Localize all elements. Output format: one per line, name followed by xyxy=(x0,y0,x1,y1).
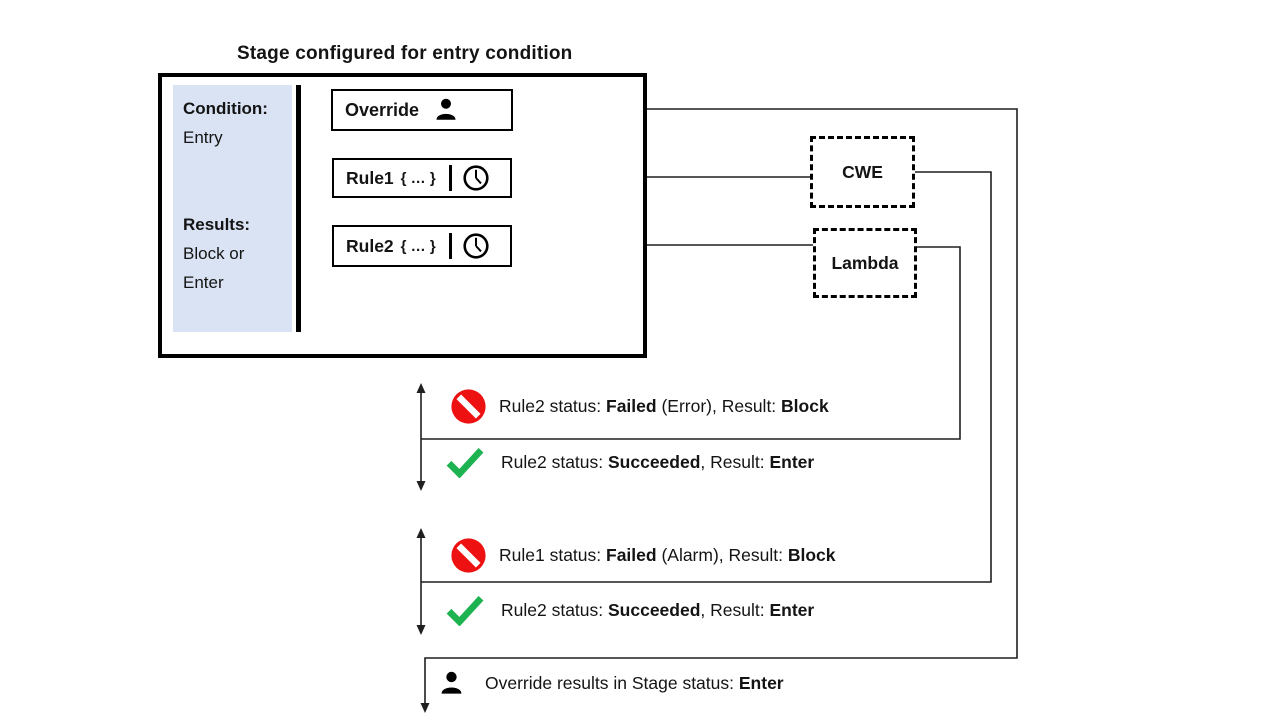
checkmark-icon xyxy=(446,596,484,626)
results-value-line2: Enter xyxy=(183,273,224,292)
rule1-detail: { … } xyxy=(400,169,436,187)
rule2-divider-bar xyxy=(448,233,452,259)
outcome2-arrow-top xyxy=(416,528,426,538)
outcome-text: Rule2 status: Succeeded, Result: Enter xyxy=(501,451,815,472)
checkmark-icon xyxy=(446,448,484,478)
cwe-box: CWE xyxy=(810,136,915,208)
rule2-detail: { … } xyxy=(400,237,436,255)
outcome-text: Rule2 status: Failed (Error), Result: Bl… xyxy=(499,396,829,416)
outcome1-arrow-bottom xyxy=(416,481,426,491)
outcome-rule1-failed: Rule1 status: Failed (Alarm), Result: Bl… xyxy=(450,537,836,574)
outcome2-arrow-bottom xyxy=(416,625,426,635)
outcome-text: Rule1 status: Failed (Alarm), Result: Bl… xyxy=(499,545,836,565)
override-arrowhead xyxy=(420,703,430,713)
no-entry-icon xyxy=(451,389,486,424)
cwe-connector-line xyxy=(421,171,992,583)
no-entry-icon xyxy=(451,538,486,573)
override-label: Override xyxy=(345,99,420,120)
outcome-rule2-succeeded: Rule2 status: Succeeded, Result: Enter xyxy=(444,446,814,478)
panel-spacer xyxy=(183,152,286,210)
override-connector-line xyxy=(424,108,1018,704)
lambda-connector-line xyxy=(421,246,961,440)
condition-label: Condition: xyxy=(183,99,268,118)
outcome-rule2-failed: Rule2 status: Failed (Error), Result: Bl… xyxy=(450,388,829,425)
panel-divider xyxy=(296,85,301,332)
diagram-title: Stage configured for entry condition xyxy=(237,43,573,64)
rule2-box: Rule2 { … } xyxy=(332,225,512,267)
condition-panel: Condition: Entry Results: Block or Enter xyxy=(173,85,292,332)
results-label: Results: xyxy=(183,215,251,234)
person-icon xyxy=(436,98,456,120)
rule1-box: Rule1 { … } xyxy=(332,158,512,198)
rule2-label: Rule2 xyxy=(346,235,394,256)
cwe-label: CWE xyxy=(842,161,883,182)
outcome-text: Rule2 status: Succeeded, Result: Enter xyxy=(501,599,815,620)
outcome-text: Override results in Stage status: Enter xyxy=(485,673,784,693)
clock-icon xyxy=(463,233,489,259)
lambda-box: Lambda xyxy=(813,228,917,298)
outcome-rule2-succeeded-2: Rule2 status: Succeeded, Result: Enter xyxy=(444,594,814,626)
results-value-line1: Block or xyxy=(183,244,245,263)
lambda-label: Lambda xyxy=(831,252,899,273)
condition-value: Entry xyxy=(183,128,223,147)
outcome-override-result: Override results in Stage status: Enter xyxy=(438,670,784,697)
rule1-label: Rule1 xyxy=(346,167,394,188)
outcome1-arrow-top xyxy=(416,383,426,393)
override-box: Override xyxy=(331,89,513,131)
person-icon xyxy=(441,671,462,694)
rule1-divider-bar xyxy=(448,165,452,191)
clock-icon xyxy=(463,165,489,191)
